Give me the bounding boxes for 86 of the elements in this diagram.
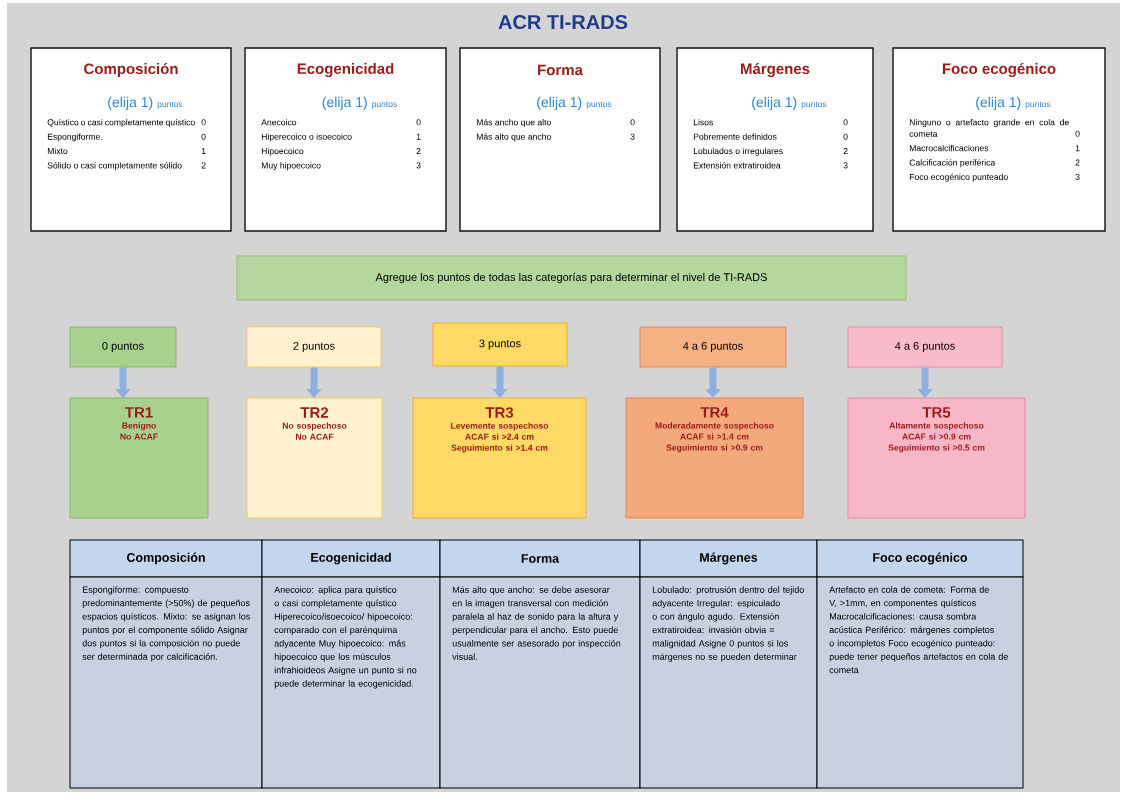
criterion-text: Lisos	[693, 119, 713, 126]
score-value: 0	[843, 119, 848, 126]
criterion-text: Macrocalcificaciones	[909, 144, 989, 152]
unit-label: puntos	[801, 101, 827, 109]
score-value: 0	[843, 133, 848, 140]
points-box: 4 a 6 puntos	[847, 326, 1003, 368]
score-value: 3	[1075, 173, 1080, 180]
description-text: Artefacto en cola de cometa: Forma de V, >1mm, en componentes quísticos Macrocalcificaciones: causa sombra acústica Periférico: márgenes completos o incompletos Foco ecogénico punteado: puede tener pequeños artefactos en cola de cometa	[829, 586, 1008, 674]
score-value: 0	[630, 119, 635, 126]
points-box: 0 puntos	[69, 326, 177, 368]
criterion-text: Extensión extratiroidea	[693, 162, 781, 169]
risk-label: Levemente sospechoso	[451, 422, 549, 431]
recommendation-text: Seguimiento si >0.9 cm	[666, 444, 763, 453]
choice-note: (elija 1)	[322, 96, 367, 110]
criterion-text: Sólido o casi completamente sólido	[47, 162, 182, 171]
score-value: 2	[201, 162, 206, 169]
table-header-cell: Composición	[69, 539, 263, 578]
points-box: 2 puntos	[246, 326, 382, 368]
points-box: 3 puntos	[432, 322, 568, 367]
recommendation-text: Seguimiento si >0.5 cm	[888, 444, 985, 453]
unit-label: puntos	[1025, 101, 1051, 109]
instruction-banner: Agregue los puntos de todas las categorías para determinar el nivel de TI-RADS	[236, 255, 907, 301]
title: ACR TI-RADS	[498, 14, 628, 30]
score-value: 2	[1075, 159, 1080, 166]
level-heading: TR1	[125, 407, 153, 418]
score-value: 2	[416, 148, 421, 154]
criterion-text: Mixto	[47, 147, 68, 155]
description-text: Espongiforme: compuesto predominantemente (>50%) de pequeños espacios quísticos. Mixto: se asignan los puntos por el componente sólido Asignar dos puntos si la composición no puede ser determinada por calcificación.	[82, 586, 250, 662]
table-header-cell: Forma	[439, 539, 641, 578]
level-heading: TR4	[700, 407, 729, 418]
choice-note: (elija 1)	[108, 96, 153, 110]
criterion-text: Hipoecoico	[261, 147, 304, 156]
category-heading: Márgenes	[741, 62, 810, 78]
score-value: 0	[201, 119, 206, 126]
criterion-text: Hiperecoico o isoecoico	[261, 133, 352, 142]
level-heading: TR2	[300, 407, 329, 418]
score-value: 3	[630, 133, 635, 140]
criterion-text: Más ancho que alto	[476, 118, 551, 128]
criterion-text: Lobulados o irregulares	[693, 147, 783, 156]
recommendation-text: ACAF si >1.4 cm	[680, 433, 749, 440]
choice-note: (elija 1)	[976, 96, 1021, 110]
criterion-text: Quístico o casi completamente quístico	[47, 118, 195, 128]
level-heading: TR3	[485, 407, 514, 418]
unit-label: puntos	[157, 101, 183, 109]
description-text: Anecoico: aplica para quístico o casi completamente quístico Hiperecoico/isoecoico/ hipoecoico: comparado con el parénquima adyacente Muy hipoecoico: más hipoecoico que los músculos infrahioideos Asigne un punto si no puede determinar la ecogenicidad.	[274, 586, 417, 689]
criterion-text: Anecoico	[261, 119, 297, 126]
criterion-text: Calcificación periférica	[909, 159, 996, 168]
category-heading: Forma	[538, 64, 583, 76]
choice-note: (elija 1)	[752, 96, 797, 110]
risk-label: No sospechoso	[282, 422, 347, 431]
category-heading: Foco ecogénico	[942, 62, 1056, 78]
points-box: 4 a 6 puntos	[639, 326, 787, 368]
criterion-text: Espongiforme.	[47, 133, 102, 142]
criterion-text: Más alto que ancho	[476, 133, 551, 142]
recommendation-text: No ACAF	[296, 433, 334, 440]
criterion-text: Pobremente definidos	[693, 133, 777, 140]
score-value: 0	[416, 119, 421, 126]
risk-label: Altamente sospechoso	[889, 422, 984, 431]
choice-note: (elija 1)	[537, 96, 582, 110]
category-heading: Ecogenicidad	[297, 62, 394, 77]
recommendation-text: No ACAF	[120, 433, 158, 440]
score-value: 1	[1075, 145, 1080, 152]
score-value: 3	[416, 162, 421, 169]
score-value: 3	[843, 162, 848, 169]
recommendation-text: Seguimiento si >1.4 cm	[451, 444, 548, 453]
criterion-text: Foco ecogénico punteado	[909, 173, 1008, 182]
score-value: 2	[843, 148, 848, 154]
table-header-cell: Márgenes	[639, 539, 818, 578]
unit-label: puntos	[372, 101, 397, 109]
criterion-text: Ninguno o artefacto grande en cola de cometa	[909, 119, 1069, 137]
unit-label: puntos	[586, 101, 612, 109]
description-text: Más alto que ancho: se debe asesorar en la imagen transversal con medición paralela al haz de sonido para la altura y perpendicular para el ancho. Esto puede usualmente ser asesorado por inspección visual.	[452, 586, 621, 660]
table-header-cell: Ecogenicidad	[261, 539, 441, 578]
risk-label: Moderadamente sospechoso	[655, 422, 774, 431]
table-header-cell: Foco ecogénico	[816, 539, 1024, 578]
description-text: Lobulado: protrusión dentro del tejido adyacente Irregular: espiculado o con ángulo agudo. Extensión extratiroidea: invasión obvia = malignidad Asigne 0 puntos si los márgenes no se pueden determinar	[652, 586, 804, 662]
score-value: 0	[201, 133, 206, 140]
criterion-text: Muy hipoecoico	[261, 162, 321, 171]
score-value: 0	[1075, 130, 1080, 137]
recommendation-text: ACAF si >2.4 cm	[465, 433, 534, 440]
level-heading: TR5	[922, 407, 951, 418]
category-heading: Composición	[84, 62, 178, 78]
risk-label: Benigno	[122, 422, 156, 431]
score-value: 1	[416, 133, 421, 140]
recommendation-text: ACAF si >0.9 cm	[902, 433, 971, 440]
score-value: 1	[201, 148, 206, 154]
